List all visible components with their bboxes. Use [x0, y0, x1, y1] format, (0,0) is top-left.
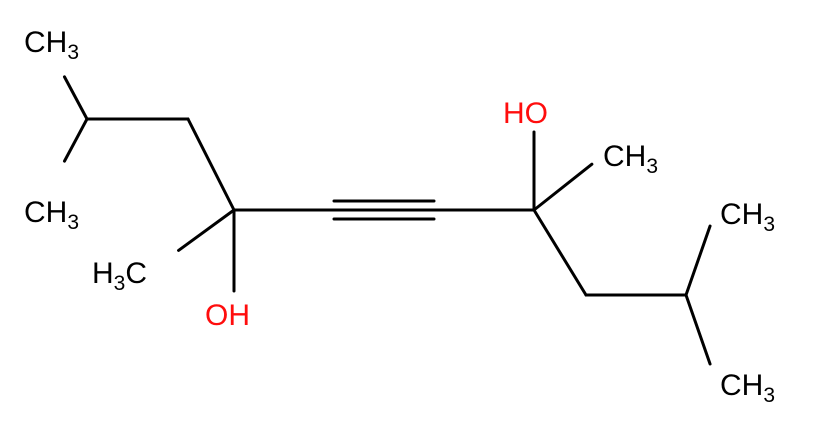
atom-label-sub-me2: 3 — [67, 211, 79, 234]
bond-line-c9-me6 — [684, 293, 712, 366]
bond-line-c7-c8 — [532, 208, 588, 297]
atom-label-me3: H3C — [92, 257, 147, 295]
atom-label-me1: CH3 — [24, 26, 79, 64]
atom-label-sub-me3: 3 — [114, 272, 126, 295]
bond-line-c4-me3 — [177, 208, 236, 252]
atom-label-me5: CH3 — [720, 198, 775, 236]
atom-label-me2: CH3 — [24, 196, 79, 234]
bond-line-c9-me5 — [684, 224, 712, 297]
atom-label-main-me5: CH — [720, 198, 763, 231]
atom-label-me4: CH3 — [603, 140, 658, 178]
bond-line-c3-c4 — [186, 117, 236, 212]
atom-label-me6: CH3 — [720, 369, 775, 407]
atom-label-sub-me5: 3 — [763, 213, 775, 236]
bond-line-c7-me4 — [532, 162, 594, 212]
atom-label-main-oh2: HO — [503, 97, 548, 130]
atom-label-h-me3: H — [92, 257, 114, 290]
atom-label-main-me4: CH — [603, 140, 646, 173]
atom-label-sub-me1: 3 — [67, 41, 79, 64]
atom-label-main-me6: CH — [720, 369, 763, 402]
atom-label-main-me2: CH — [24, 196, 67, 229]
atom-label-main-oh1: OH — [205, 299, 250, 332]
atom-label-oh1: OH — [205, 299, 250, 332]
atom-label-c-me3: C — [125, 257, 147, 290]
bond-line-me2-c2 — [62, 117, 89, 163]
atom-label-oh2: HO — [503, 97, 548, 130]
atom-label-main-me1: CH — [24, 26, 67, 59]
atom-label-sub-me4: 3 — [646, 155, 658, 178]
atom-label-sub-me6: 3 — [763, 384, 775, 407]
bond-line-me1-c2 — [62, 75, 89, 121]
bond-layer — [62, 75, 712, 366]
